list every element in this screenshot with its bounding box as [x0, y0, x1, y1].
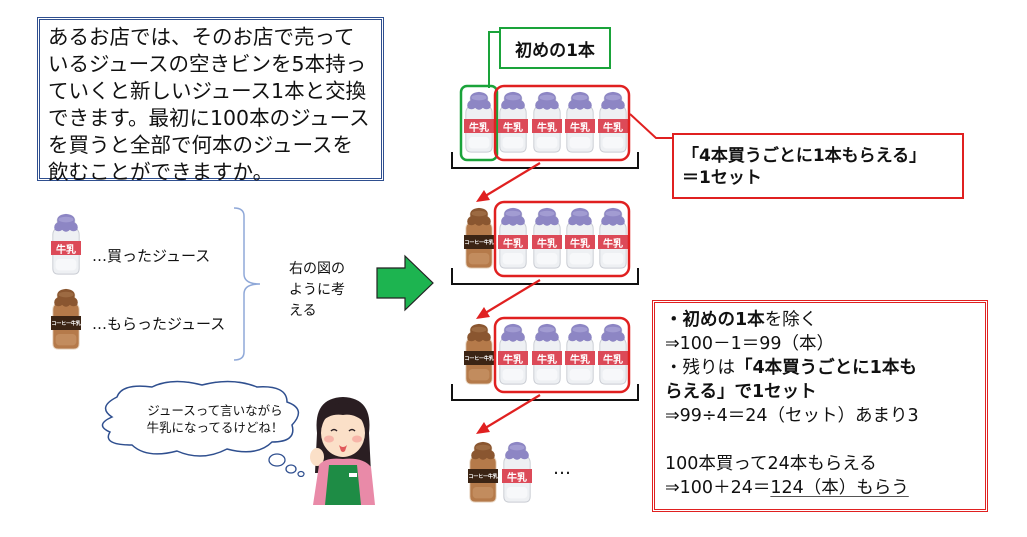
set-callout-line: ＝1セット [682, 168, 762, 188]
milk-bottle-label: 牛乳 [498, 119, 528, 133]
milk-bottle-label: 牛乳 [464, 119, 494, 133]
milk-bottle-label: 牛乳 [565, 351, 595, 365]
shop-clerk-illustration [310, 397, 375, 505]
milk-bottle-icon: 牛乳 [50, 210, 82, 278]
coffee-milk-bottle-label: コーヒー牛乳 [464, 235, 494, 249]
think-note-line: ように考 [289, 282, 345, 298]
milk-bottle-label: 牛乳 [565, 119, 595, 133]
problem-line: いるジュースの空きビンを5本持っ [48, 52, 367, 76]
milk-bottle-icon: 牛乳 [497, 204, 529, 272]
solution-line: らえる」で1セット [665, 382, 817, 402]
solution-blank-line [665, 428, 975, 452]
milk-bottle-label: 牛乳 [498, 351, 528, 365]
milk-bottle-icon: 牛乳 [531, 204, 563, 272]
continuation-ellipsis: … [553, 458, 575, 479]
problem-line: を買うと全部で何本のジュースを [48, 133, 354, 157]
milk-bottle-icon: 牛乳 [531, 320, 563, 388]
thought-bubble [101, 380, 305, 477]
problem-line: あるお店では、そのお店で売って [48, 25, 355, 49]
red-arrow-icon [476, 394, 541, 434]
milk-bottle-label: 牛乳 [598, 235, 628, 249]
milk-bottle-icon: 牛乳 [531, 88, 563, 156]
solution-text: ⇒100＋24＝ [665, 478, 771, 498]
green-right-arrow-icon [376, 254, 434, 312]
solution-text: を除く [764, 310, 818, 330]
milk-bottle-icon: 牛乳 [497, 320, 529, 388]
legend-bought-label: …買ったジュース [92, 247, 211, 265]
milk-bottle-icon: 牛乳 [564, 320, 596, 388]
problem-line: ていくと新しいジュース1本と交換 [48, 79, 367, 103]
coffee-milk-bottle-icon: コーヒー牛乳 [463, 204, 495, 272]
solution-line: ⇒100－1＝99（本） [665, 334, 834, 354]
thought-bubble-line: 牛乳になってるけどね！ [146, 420, 284, 435]
milk-bottle-icon: 牛乳 [463, 88, 495, 156]
thought-bubble-text: ジュースって言いながら 牛乳になってるけどね！ [130, 402, 300, 436]
milk-bottle-icon: 牛乳 [597, 320, 629, 388]
milk-bottle-icon: 牛乳 [501, 438, 533, 506]
thought-bubble-line: ジュースって言いながら [147, 403, 283, 418]
coffee-milk-bottle-icon: コーヒー牛乳 [463, 320, 495, 388]
coffee-milk-bottle-label: コーヒー牛乳 [51, 316, 81, 330]
set-highlight [493, 316, 631, 394]
think-note-line: える [289, 303, 317, 319]
milk-bottle-label: 牛乳 [532, 235, 562, 249]
set-callout-line: 「4本買うごとに1本もらえる」 [682, 146, 927, 166]
milk-bottle-icon: 牛乳 [597, 88, 629, 156]
milk-bottle-icon: 牛乳 [597, 204, 629, 272]
milk-bottle-label: 牛乳 [532, 351, 562, 365]
set-callout: 「4本買うごとに1本もらえる」 ＝1セット [672, 133, 964, 199]
solution-bold: ・初めの1本 [665, 310, 765, 330]
coffee-milk-bottle-icon: コーヒー牛乳 [467, 438, 499, 506]
milk-bottle-label: 牛乳 [598, 351, 628, 365]
problem-line: できます。最初に100本のジュース [48, 106, 370, 130]
milk-bottle-label: 牛乳 [565, 235, 595, 249]
solution-line: ・残りは「4本買うごとに1本も [665, 356, 975, 380]
solution-box: ・初めの1本を除く ⇒100－1＝99（本） ・残りは「4本買うごとに1本も ら… [652, 300, 988, 512]
red-arrow-icon [476, 162, 541, 202]
red-arrow-icon [476, 279, 541, 319]
set-highlight [493, 84, 631, 162]
solution-answer: 124（本）もらう [770, 478, 909, 498]
coffee-milk-bottle-icon: コーヒー牛乳 [50, 285, 82, 353]
legend-received-label: …もらったジュース [92, 315, 226, 333]
coffee-milk-bottle-label: コーヒー牛乳 [468, 469, 498, 483]
milk-bottle-label: 牛乳 [532, 119, 562, 133]
think-note: 右の図の ように考 える [289, 259, 345, 322]
coffee-milk-bottle-label: コーヒー牛乳 [464, 351, 494, 365]
problem-box: あるお店では、そのお店で売って いるジュースの空きビンを5本持っ ていくと新しい… [37, 17, 384, 184]
first-bottle-highlight [459, 84, 499, 162]
milk-bottle-label: 牛乳 [502, 469, 532, 483]
set-highlight [493, 200, 631, 278]
milk-bottle-label: 牛乳 [598, 119, 628, 133]
solution-line: ⇒100＋24＝124（本）もらう [665, 476, 975, 500]
first-one-callout: 初めの1本 [499, 27, 611, 69]
set-leader-line [629, 113, 674, 139]
milk-bottle-label: 牛乳 [498, 235, 528, 249]
curly-brace-icon [233, 207, 261, 361]
row-bracket [451, 268, 639, 285]
solution-bold: 「4本買うごとに1本も [735, 358, 917, 378]
solution-line: ⇒99÷4＝24（セット）あまり3 [665, 406, 919, 426]
think-note-line: 右の図の [289, 261, 345, 277]
milk-bottle-icon: 牛乳 [564, 204, 596, 272]
row-bracket [451, 152, 639, 169]
solution-line: 100本買って24本もらえる [665, 454, 877, 474]
solution-text: ・残りは [665, 358, 735, 378]
milk-bottle-icon: 牛乳 [497, 88, 529, 156]
milk-bottle-label: 牛乳 [51, 241, 81, 255]
row-bracket [451, 384, 639, 401]
solution-line: ・初めの1本を除く [665, 308, 975, 332]
milk-bottle-icon: 牛乳 [564, 88, 596, 156]
problem-line: 飲むことができますか。 [48, 160, 274, 184]
first-one-leader-line [488, 31, 501, 88]
